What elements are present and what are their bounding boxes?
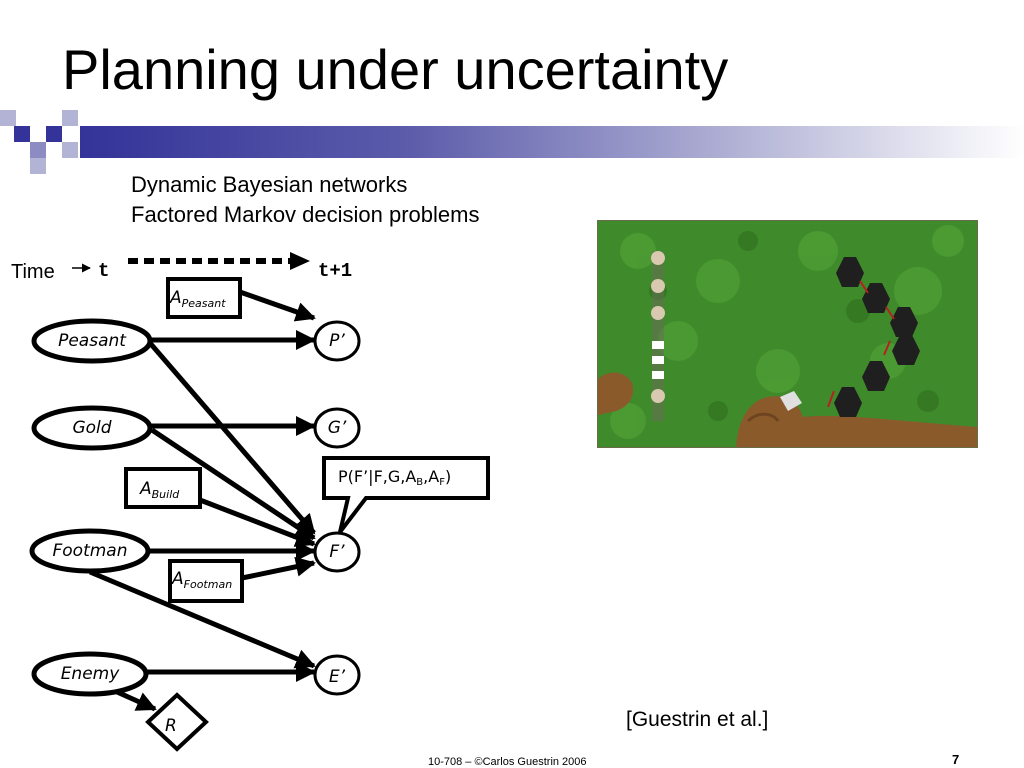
node-f-next-label: F’ bbox=[329, 542, 345, 562]
decor-square bbox=[62, 110, 78, 126]
node-enemy-label: Enemy bbox=[60, 664, 120, 684]
node-peasant-label: Peasant bbox=[58, 331, 126, 351]
decor-square bbox=[30, 142, 46, 158]
dbn-edges bbox=[89, 289, 316, 712]
time-label: Time bbox=[11, 261, 55, 283]
header-gradient-bar bbox=[80, 126, 1024, 158]
action-box-peasant bbox=[166, 277, 242, 319]
decor-square bbox=[46, 126, 62, 142]
node-f-next bbox=[313, 531, 361, 573]
action-box-footman bbox=[168, 559, 244, 603]
decor-square bbox=[62, 142, 78, 158]
node-g-next bbox=[313, 407, 361, 449]
action-box-build bbox=[124, 467, 202, 509]
node-p-next bbox=[313, 320, 361, 362]
game-screenshot-image bbox=[597, 220, 978, 448]
node-footman-label: Footman bbox=[52, 541, 128, 561]
cpt-label: P(F’|F,G,AB,AF) bbox=[338, 467, 452, 488]
node-e-next bbox=[313, 654, 361, 696]
decor-square bbox=[30, 158, 46, 174]
action-build-label: ABuild bbox=[140, 479, 180, 501]
node-footman bbox=[29, 528, 151, 574]
subtitle-dbn: Dynamic Bayesian networks bbox=[131, 172, 408, 197]
node-gold-label: Gold bbox=[72, 418, 112, 438]
decor-square bbox=[14, 126, 30, 142]
footer: 10-708 – ©Carlos Guestrin 2006 bbox=[428, 756, 587, 768]
node-e-next-label: E’ bbox=[328, 667, 346, 687]
decor-square bbox=[0, 110, 16, 126]
node-enemy bbox=[31, 651, 149, 697]
page-number: 7 bbox=[952, 752, 960, 767]
node-gold bbox=[31, 405, 153, 451]
time-t1-label: t+1 bbox=[318, 260, 353, 282]
node-reward-label: R bbox=[165, 716, 177, 736]
cpt-callout bbox=[322, 456, 490, 534]
node-peasant bbox=[31, 318, 153, 364]
node-p-next-label: P’ bbox=[329, 331, 345, 351]
time-t-label: t bbox=[98, 260, 110, 282]
action-peasant-label: APeasant bbox=[170, 288, 226, 310]
node-reward bbox=[145, 692, 209, 752]
subtitle-fmdp: Factored Markov decision problems bbox=[131, 202, 480, 227]
node-g-next-label: G’ bbox=[327, 418, 347, 438]
action-footman-label: AFootman bbox=[172, 569, 233, 591]
slide-title: Planning under uncertainty bbox=[62, 38, 729, 101]
citation: [Guestrin et al.] bbox=[626, 708, 769, 731]
